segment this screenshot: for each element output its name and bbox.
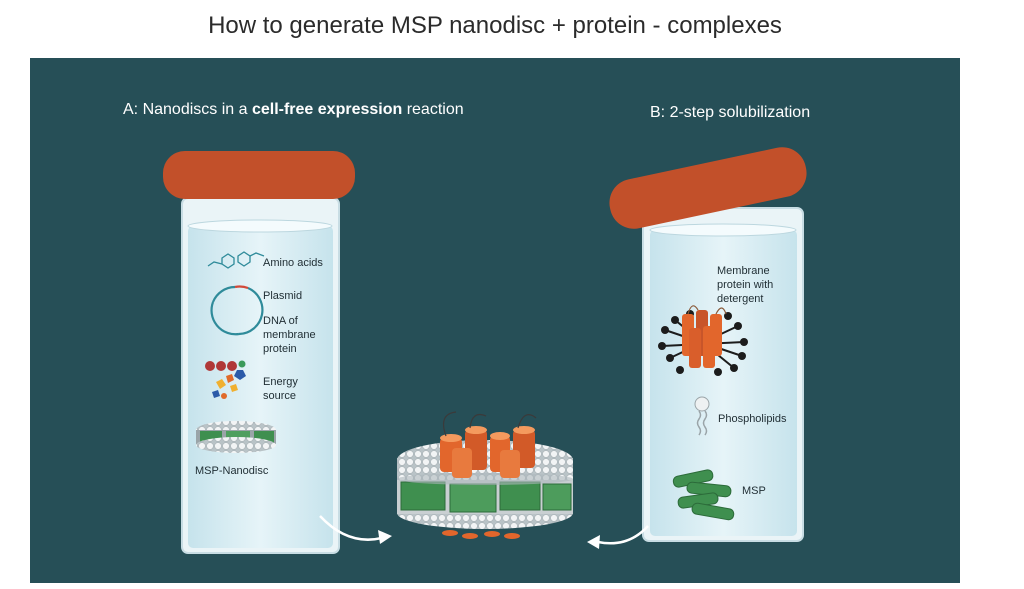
- nanodisc-protein-complex: [397, 411, 573, 539]
- tube-b-lid: [609, 147, 807, 229]
- dna-label-2: membrane: [263, 329, 316, 341]
- page-title: How to generate MSP nanodisc + protein -…: [208, 12, 782, 39]
- diagram-panel: A: Nanodiscs in a cell-free expression r…: [30, 58, 960, 583]
- membrane-protein-label-2: protein with: [717, 279, 773, 291]
- arrow-a-to-complex: [319, 515, 392, 544]
- amino-acid-icon: [207, 251, 265, 269]
- plasmid-icon: [210, 285, 264, 336]
- section-a-prefix: A: Nanodiscs in a: [123, 101, 252, 118]
- energy-label-2: source: [263, 390, 296, 402]
- tube-b: [609, 147, 807, 542]
- small-nanodisc-icon: [196, 421, 276, 453]
- msp-label: MSP: [742, 485, 766, 497]
- msp-nanodisc-label: MSP-Nanodisc: [195, 465, 269, 477]
- section-b-label: B: 2-step solubilization: [650, 104, 811, 121]
- membrane-protein-label-3: detergent: [717, 293, 763, 305]
- msp-icon: [672, 469, 735, 521]
- dna-label-3: protein: [263, 343, 297, 355]
- bottom-protein-ends: [442, 530, 520, 539]
- section-a-suffix: reaction: [402, 101, 464, 118]
- arrow-b-to-complex: [587, 525, 649, 549]
- phospholipids-label: Phospholipids: [718, 413, 787, 425]
- protein-detergent-icon: [658, 305, 748, 376]
- phospholipid-icon: [694, 396, 710, 436]
- energy-label-1: Energy: [263, 376, 298, 388]
- section-a-bold: cell-free expression: [251, 101, 403, 118]
- section-a-label: A: Nanodiscs in a cell-free expression r…: [123, 101, 464, 119]
- embedded-protein: [440, 411, 537, 478]
- plasmid-label: Plasmid: [263, 290, 302, 302]
- energy-source-icon: [205, 360, 246, 399]
- diagram-illustration: Amino acids Plasmid DNA of membrane prot…: [163, 147, 807, 554]
- amino-acids-label: Amino acids: [263, 257, 323, 269]
- dna-label-1: DNA of: [263, 315, 299, 327]
- tube-a-lid: [163, 151, 355, 199]
- tube-a: [163, 151, 355, 554]
- membrane-protein-label-1: Membrane: [717, 265, 770, 277]
